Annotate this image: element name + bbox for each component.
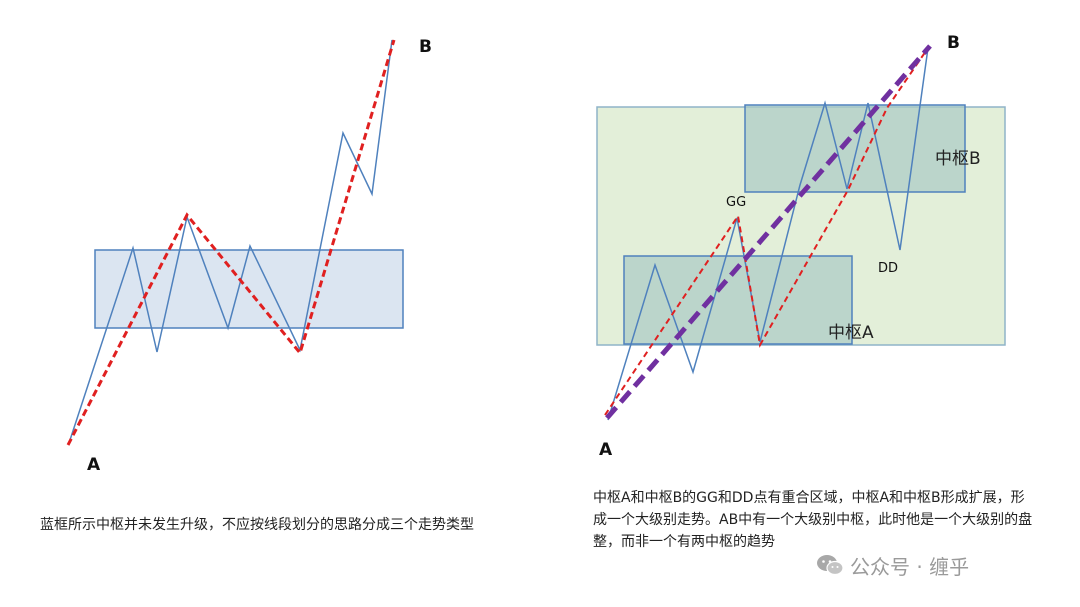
left-label-b: B [419, 37, 432, 57]
right-red-trend-line [604, 47, 929, 416]
right-zhongshu-b-box [744, 104, 966, 193]
left-label-a: A [87, 455, 101, 475]
left-diagram: A B [66, 37, 432, 475]
watermark: 公众号 · 缠乎 [816, 550, 969, 580]
right-label-zhongshu-b: 中枢B [935, 149, 981, 169]
right-label-a: A [599, 440, 613, 460]
watermark-text: 公众号 · 缠乎 [850, 554, 970, 579]
right-caption: 中枢A和中枢B的GG和DD点有重合区域，中枢A和中枢B形成扩展，形成一个大级别走… [593, 490, 1033, 550]
left-red-trend-line [66, 39, 396, 446]
wechat-icon [817, 555, 844, 576]
right-label-zhongshu-a: 中枢A [828, 323, 874, 343]
right-label-gg: GG [726, 195, 746, 210]
right-label-b: B [947, 33, 960, 53]
right-label-dd: DD [878, 261, 898, 276]
right-purple-trend-line [605, 44, 932, 420]
right-diagram: A B GG DD 中枢A 中枢B [596, 33, 1006, 460]
left-price-line [69, 39, 393, 441]
left-caption: 蓝框所示中枢并未发生升级，不应按线段划分的思路分成三个走势类型 [40, 517, 474, 533]
